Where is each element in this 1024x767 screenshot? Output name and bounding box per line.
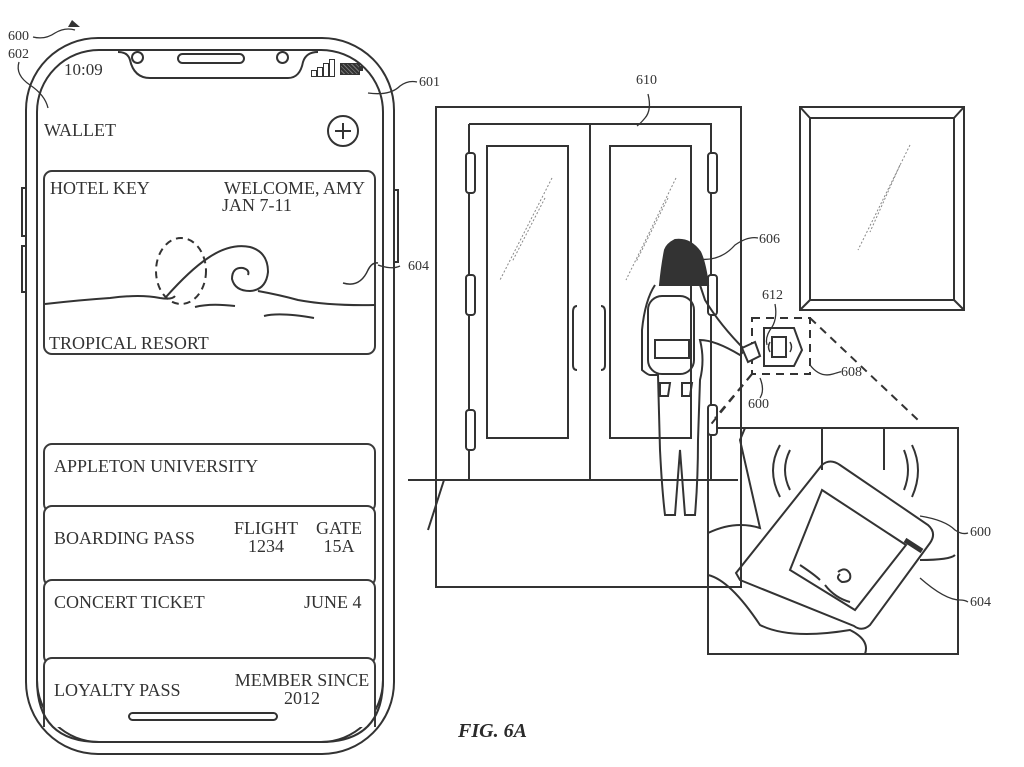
wall-window xyxy=(799,106,965,311)
nfc-reader xyxy=(763,327,804,367)
flight-value: 1234 xyxy=(248,536,284,556)
app-title: WALLET xyxy=(44,120,116,140)
pass-welcome: WELCOME, AMY xyxy=(224,178,365,198)
flight-label: FLIGHT xyxy=(234,518,298,538)
speaker-grille xyxy=(177,53,245,64)
ref-label-604-inset: 604 xyxy=(970,595,991,610)
pass-footer: TROPICAL RESORT xyxy=(49,333,209,353)
gate-label: GATE xyxy=(316,518,362,538)
flight-field: FLIGHT 1234 xyxy=(231,519,301,555)
ref-label-601: 601 xyxy=(419,75,440,90)
add-pass-button[interactable] xyxy=(327,115,359,147)
backpack xyxy=(647,295,695,375)
ref-label-600: 600 xyxy=(8,29,29,44)
pass-card-hotel-key[interactable]: HOTEL KEY WELCOME, AMY JAN 7-11 TROPICAL… xyxy=(43,170,376,355)
door-glass-left xyxy=(486,145,569,439)
ref-label-608: 608 xyxy=(841,365,862,380)
pass-card-boarding[interactable]: BOARDING PASS FLIGHT 1234 GATE 15A xyxy=(43,505,376,587)
door-glass-right xyxy=(609,145,692,439)
pass-title: CONCERT TICKET xyxy=(54,592,205,612)
ref-label-610: 610 xyxy=(636,73,657,88)
member-label: MEMBER SINCE xyxy=(234,670,370,690)
pass-card-university[interactable]: APPLETON UNIVERSITY xyxy=(43,443,376,513)
status-time: 10:09 xyxy=(64,60,103,79)
figure-caption: FIG. 6A xyxy=(458,720,527,742)
front-camera-icon xyxy=(131,51,144,64)
pass-title: BOARDING PASS xyxy=(54,528,195,548)
ref-label-600-near-reader: 600 xyxy=(748,397,769,412)
inset-view xyxy=(707,427,959,655)
ref-label-604: 604 xyxy=(408,259,429,274)
battery-icon xyxy=(340,63,360,75)
ref-label-606: 606 xyxy=(759,232,780,247)
pass-title: LOYALTY PASS xyxy=(54,680,181,700)
ref-label-612: 612 xyxy=(762,288,783,303)
signal-bars-icon xyxy=(311,59,337,77)
pass-dates: JAN 7-11 xyxy=(222,195,292,215)
gate-field: GATE 15A xyxy=(311,519,367,555)
pass-title: APPLETON UNIVERSITY xyxy=(54,456,259,476)
pass-title: HOTEL KEY xyxy=(50,178,150,198)
ref-label-600-inset: 600 xyxy=(970,525,991,540)
home-indicator[interactable] xyxy=(128,712,278,721)
ref-label-602: 602 xyxy=(8,47,29,62)
gate-value: 15A xyxy=(323,536,355,556)
sensor-icon xyxy=(276,51,289,64)
concert-date: JUNE 4 xyxy=(304,592,362,612)
pass-card-concert[interactable]: CONCERT TICKET JUNE 4 xyxy=(43,579,376,665)
battery-tip xyxy=(360,66,363,71)
member-year: 2012 xyxy=(284,688,320,708)
person xyxy=(641,238,762,516)
member-since: MEMBER SINCE 2012 xyxy=(231,671,373,707)
inset-phone xyxy=(707,427,956,655)
